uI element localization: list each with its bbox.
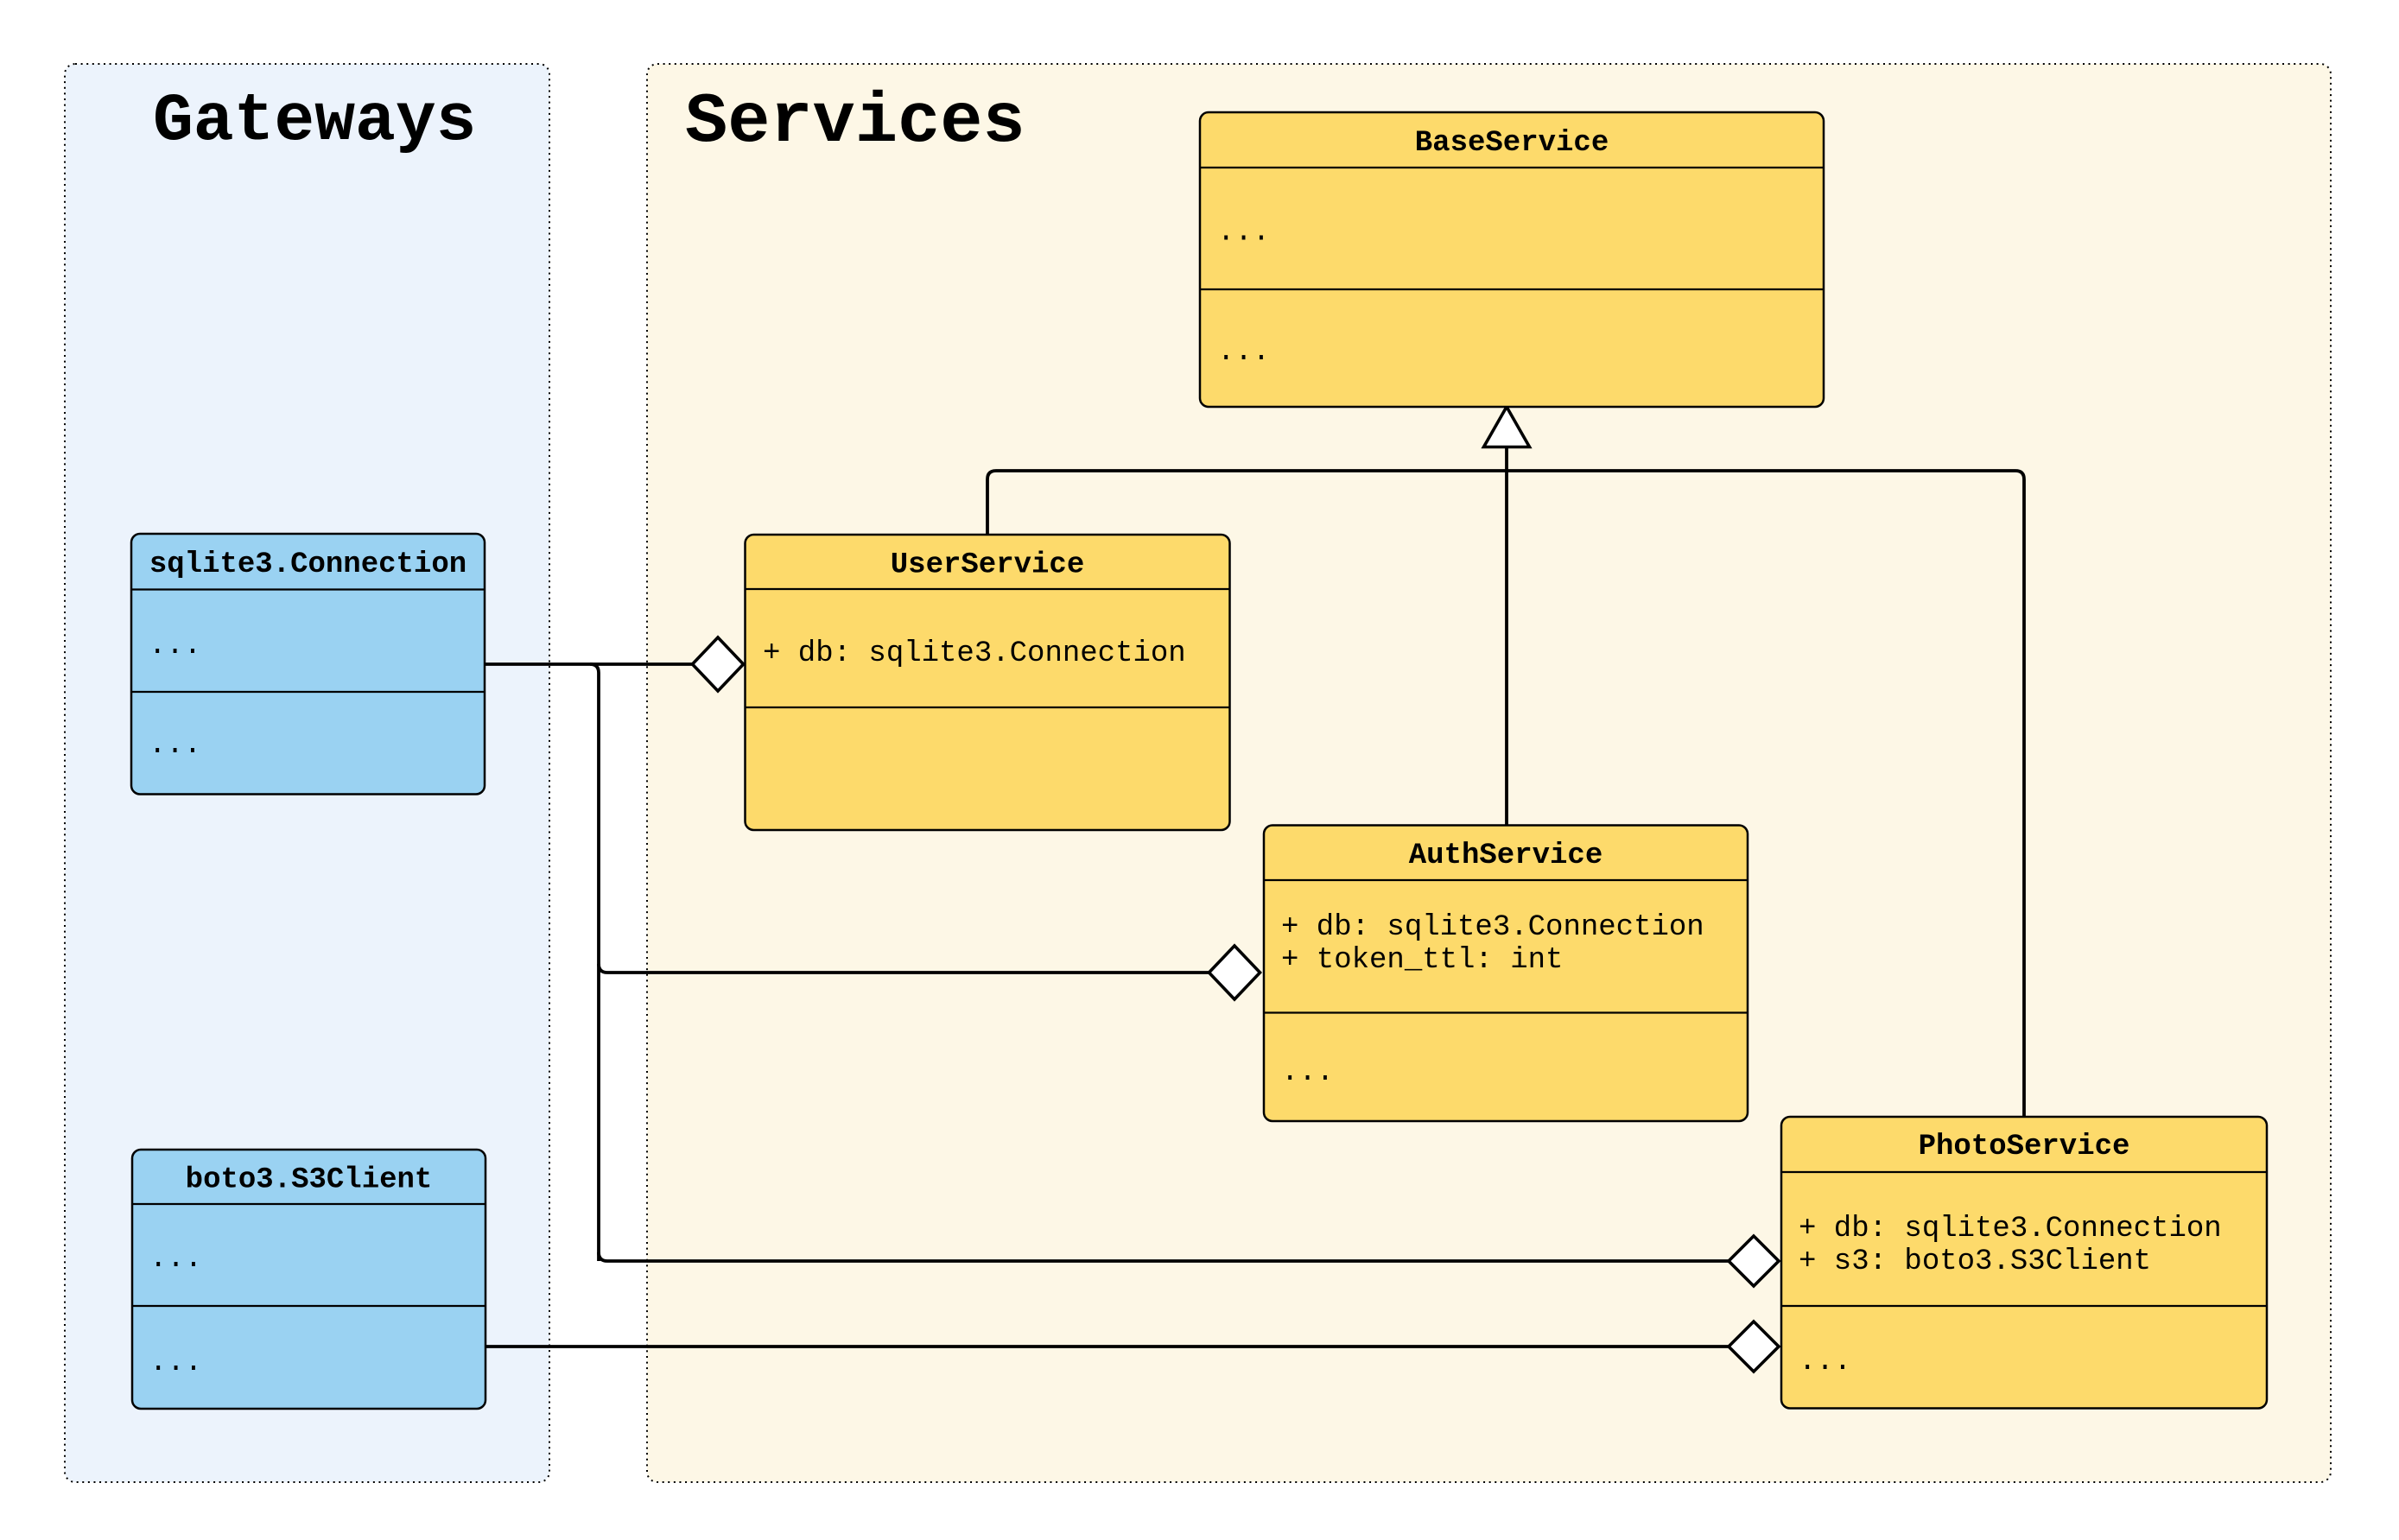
svg-text:UserService: UserService [891, 549, 1084, 582]
svg-text:boto3.S3Client: boto3.S3Client [186, 1164, 433, 1197]
svg-text:Gateways: Gateways [153, 84, 476, 160]
svg-text:BaseService: BaseService [1415, 127, 1609, 160]
svg-text:+ db: sqlite3.Connection: + db: sqlite3.Connection [1799, 1213, 2222, 1245]
svg-text:+ db: sqlite3.Connection: + db: sqlite3.Connection [1281, 911, 1704, 944]
svg-text:+ s3: boto3.S3Client: + s3: boto3.S3Client [1799, 1245, 2151, 1278]
svg-text:...: ... [149, 729, 201, 762]
svg-text:...: ... [149, 630, 201, 662]
svg-text:Services: Services [685, 82, 1025, 162]
svg-text:PhotoService: PhotoService [1919, 1131, 2130, 1163]
svg-text:...: ... [149, 1347, 202, 1379]
svg-text:sqlite3.Connection: sqlite3.Connection [149, 548, 466, 581]
svg-text:...: ... [149, 1243, 202, 1276]
svg-text:...: ... [1799, 1346, 1851, 1378]
svg-text:...: ... [1217, 217, 1270, 250]
svg-text:+ token_ttl: int: + token_ttl: int [1281, 944, 1563, 977]
svg-text:...: ... [1217, 336, 1270, 369]
svg-text:AuthService: AuthService [1409, 840, 1603, 872]
svg-text:+ db: sqlite3.Connection: + db: sqlite3.Connection [763, 637, 1186, 670]
svg-text:...: ... [1281, 1056, 1334, 1089]
